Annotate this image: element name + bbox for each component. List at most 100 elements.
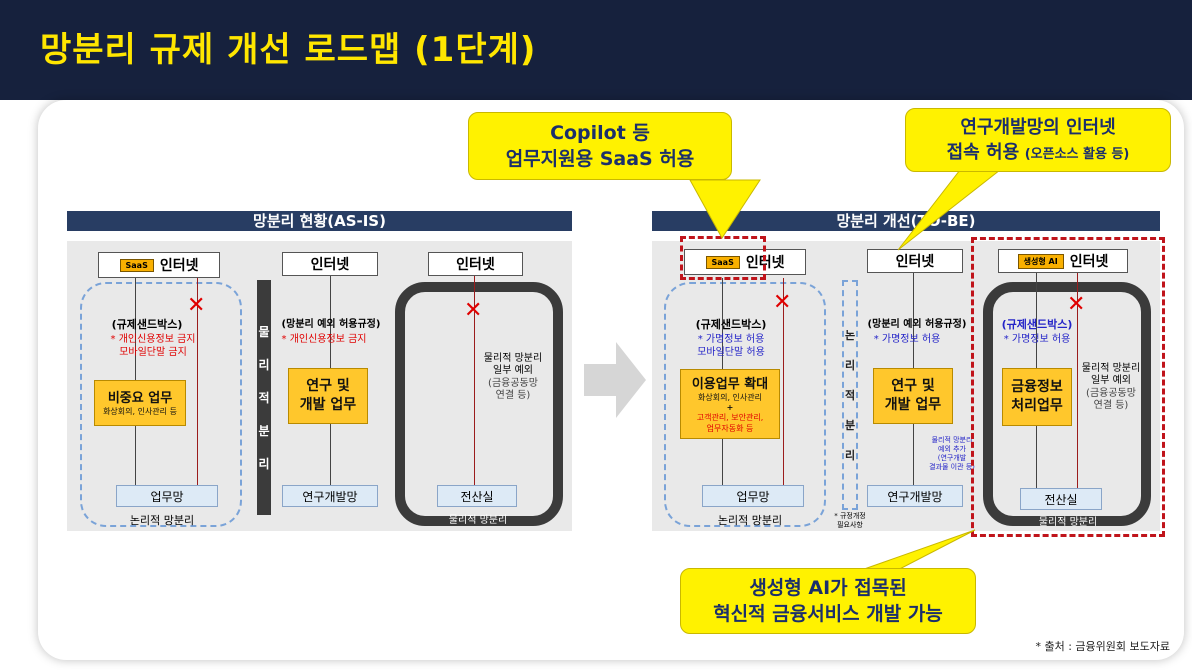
tobe-dc-red-connector (1077, 273, 1078, 488)
asis-rnd-box-line2: 개발 업무 (299, 397, 357, 413)
tobe-red-connector (783, 278, 784, 488)
asis-dc-note3: (금융공동망 (488, 378, 538, 389)
asis-rnd-red: * 개인신용정보 금지 (281, 334, 367, 345)
asis-dc-note1: 물리적 망분리 (483, 353, 543, 364)
blocked-x-icon: ✕ (773, 290, 792, 315)
tobe-dc-note1: 물리적 망분리 (1081, 363, 1141, 374)
tobe-rnd-net: 연구개발망 (867, 485, 963, 507)
tobe-work-net: 업무망 (702, 485, 804, 507)
tobe-dc-blue: * 가명정보 허용 (1003, 334, 1071, 345)
divider-char: 적 (258, 391, 270, 405)
tobe-blue-note1: * 가명정보 허용 (697, 334, 765, 345)
tobe-dc-room: 전산실 (1020, 488, 1102, 510)
divider-char: 리 (258, 457, 270, 471)
rnd-callout: 연구개발망의 인터넷 접속 허용 (오픈소스 활용 등) (905, 108, 1171, 172)
saas-tag: SaaS (119, 258, 154, 272)
page-title: 망분리 규제 개선 로드맵 (1단계) (40, 30, 537, 70)
header-bar: 망분리 규제 개선 로드맵 (1단계) (0, 0, 1192, 100)
divider-char: 물 (258, 325, 270, 339)
tobe-logical-divider: 논 리 적 분 리 (842, 280, 858, 510)
asis-dc-note2: 일부 예외 (493, 365, 533, 376)
asis-physical-divider: 물 리 적 분 리 (257, 280, 271, 515)
rnd-line1: 연구개발망의 인터넷 (960, 117, 1116, 138)
asis-rnd-exception: (망분리 예외 허용규정) (281, 319, 381, 330)
divider-note1: * 규정개정 (834, 512, 866, 520)
blocked-x-icon: ✕ (1067, 292, 1086, 317)
tobe-rnd-blue: * 가명정보 허용 (873, 334, 941, 345)
asis-red-connector (197, 278, 198, 488)
genai-line2: 혁신적 금융서비스 개발 가능 (713, 603, 943, 625)
asis-work-net: 업무망 (116, 485, 218, 507)
tobe-dc-note2: 일부 예외 (1091, 375, 1131, 386)
asis-sandbox-label: (규제샌드박스) (111, 318, 183, 331)
tobe-work-box: 이용업무 확대 화상회의, 인사관리 + 고객관리, 보안관리, 업무자동화 등 (680, 369, 780, 439)
tobe-work-sub2: 고객관리, 보안관리, (696, 413, 764, 422)
genai-line1: 생성형 AI가 접목된 (749, 577, 907, 599)
tobe-blue-note2: 모바일단말 허용 (697, 347, 765, 358)
genai-highlight-box (971, 237, 1165, 537)
asis-title-bar: 망분리 현황(AS-IS) (67, 211, 572, 231)
tobe-physical-ring (983, 282, 1151, 526)
tobe-rnd-box-line1: 연구 및 (891, 378, 935, 394)
genai-callout: 생성형 AI가 접목된 혁신적 금융서비스 개발 가능 (680, 568, 976, 634)
tobe-finance-line1: 금융정보 (1011, 379, 1063, 395)
tobe-dc-internet-box: 생성형 AI 인터넷 (998, 249, 1128, 273)
tobe-work-sub3: 업무자동화 등 (706, 424, 754, 433)
asis-work-sub: 화상회의, 인사관리 등 (103, 407, 177, 416)
rnd-line2b: (오픈소스 활용 등) (1024, 147, 1130, 162)
transition-arrow-icon (584, 342, 646, 418)
asis-rnd-box: 연구 및 개발 업무 (288, 368, 368, 424)
divider-char: 분 (258, 424, 270, 438)
blocked-x-icon: ✕ (187, 293, 206, 318)
asis-internet-box: SaaS 인터넷 (98, 252, 220, 278)
divider-char: 논 (844, 329, 856, 342)
asis-dc-red-connector (474, 276, 475, 488)
copilot-line1: Copilot 등 (550, 122, 650, 144)
tobe-finance-box: 금융정보 처리업무 (1002, 368, 1072, 426)
asis-work-title: 비중요 업무 (107, 391, 173, 406)
tobe-rnd-box-line2: 개발 업무 (884, 397, 942, 413)
tobe-finance-line2: 처리업무 (1011, 398, 1063, 414)
tobe-sandbox-label: (규제샌드박스) (695, 318, 767, 331)
copilot-callout: Copilot 등 업무지원용 SaaS 허용 (468, 112, 732, 180)
asis-red-note2: 모바일단말 금지 (119, 347, 187, 358)
asis-rnd-net: 연구개발망 (282, 485, 378, 507)
divider-char: 리 (844, 359, 856, 372)
tobe-dc-note3: (금융공동망 (1086, 388, 1136, 399)
divider-note2: 필요사항 (837, 521, 863, 529)
tobe-rnd-box: 연구 및 개발 업무 (873, 368, 953, 424)
tobe-rnd-exception: (망분리 예외 허용규정) (867, 319, 967, 330)
tobe-work-sub1: 화상회의, 인사관리 (698, 393, 762, 402)
asis-physical-ring (395, 282, 563, 526)
asis-dc-room: 전산실 (437, 485, 517, 507)
tobe-rnd-side4: 결과물 이관 등) (929, 463, 975, 471)
saas-highlight-box (680, 236, 766, 280)
asis-logical-boundary (80, 282, 242, 527)
divider-char: 리 (258, 358, 270, 372)
rnd-line2a: 접속 허용 (946, 142, 1020, 163)
internet-label: 인터넷 (159, 258, 199, 274)
asis-work-box: 비중요 업무 화상회의, 인사관리 등 (94, 380, 186, 426)
saas-tag: SaaS (705, 255, 740, 269)
internet-label: 인터넷 (1069, 254, 1109, 270)
divider-char: 분 (844, 419, 856, 432)
asis-dc-internet-box: 인터넷 (428, 252, 523, 276)
blocked-x-icon: ✕ (464, 298, 483, 323)
tobe-rnd-side2: 예외 추가 (938, 445, 966, 453)
copilot-line2: 업무지원용 SaaS 허용 (505, 148, 695, 170)
tobe-logical-boundary (664, 282, 826, 527)
source-note: * 출처 : 금융위원회 보도자료 (1035, 640, 1170, 653)
tobe-rnd-side3: (연구개발 (937, 454, 967, 462)
asis-red-note1: * 개인신용정보 금지 (110, 334, 196, 345)
genai-tag: 생성형 AI (1017, 253, 1064, 269)
divider-char: 리 (844, 449, 856, 462)
tobe-physical-label: 물리적 망분리 (1038, 517, 1098, 528)
asis-physical-label: 물리적 망분리 (448, 515, 508, 526)
asis-rnd-internet-box: 인터넷 (282, 252, 378, 276)
tobe-rnd-side1: 물리적 망분리 (931, 436, 973, 444)
asis-dc-note4: 연결 등) (495, 390, 531, 401)
asis-logical-label: 논리적 망분리 (129, 514, 195, 527)
tobe-dc-sandbox: (규제샌드박스) (1001, 318, 1073, 331)
tobe-dc-note4: 연결 등) (1093, 400, 1129, 411)
tobe-work-plus: + (726, 403, 734, 412)
